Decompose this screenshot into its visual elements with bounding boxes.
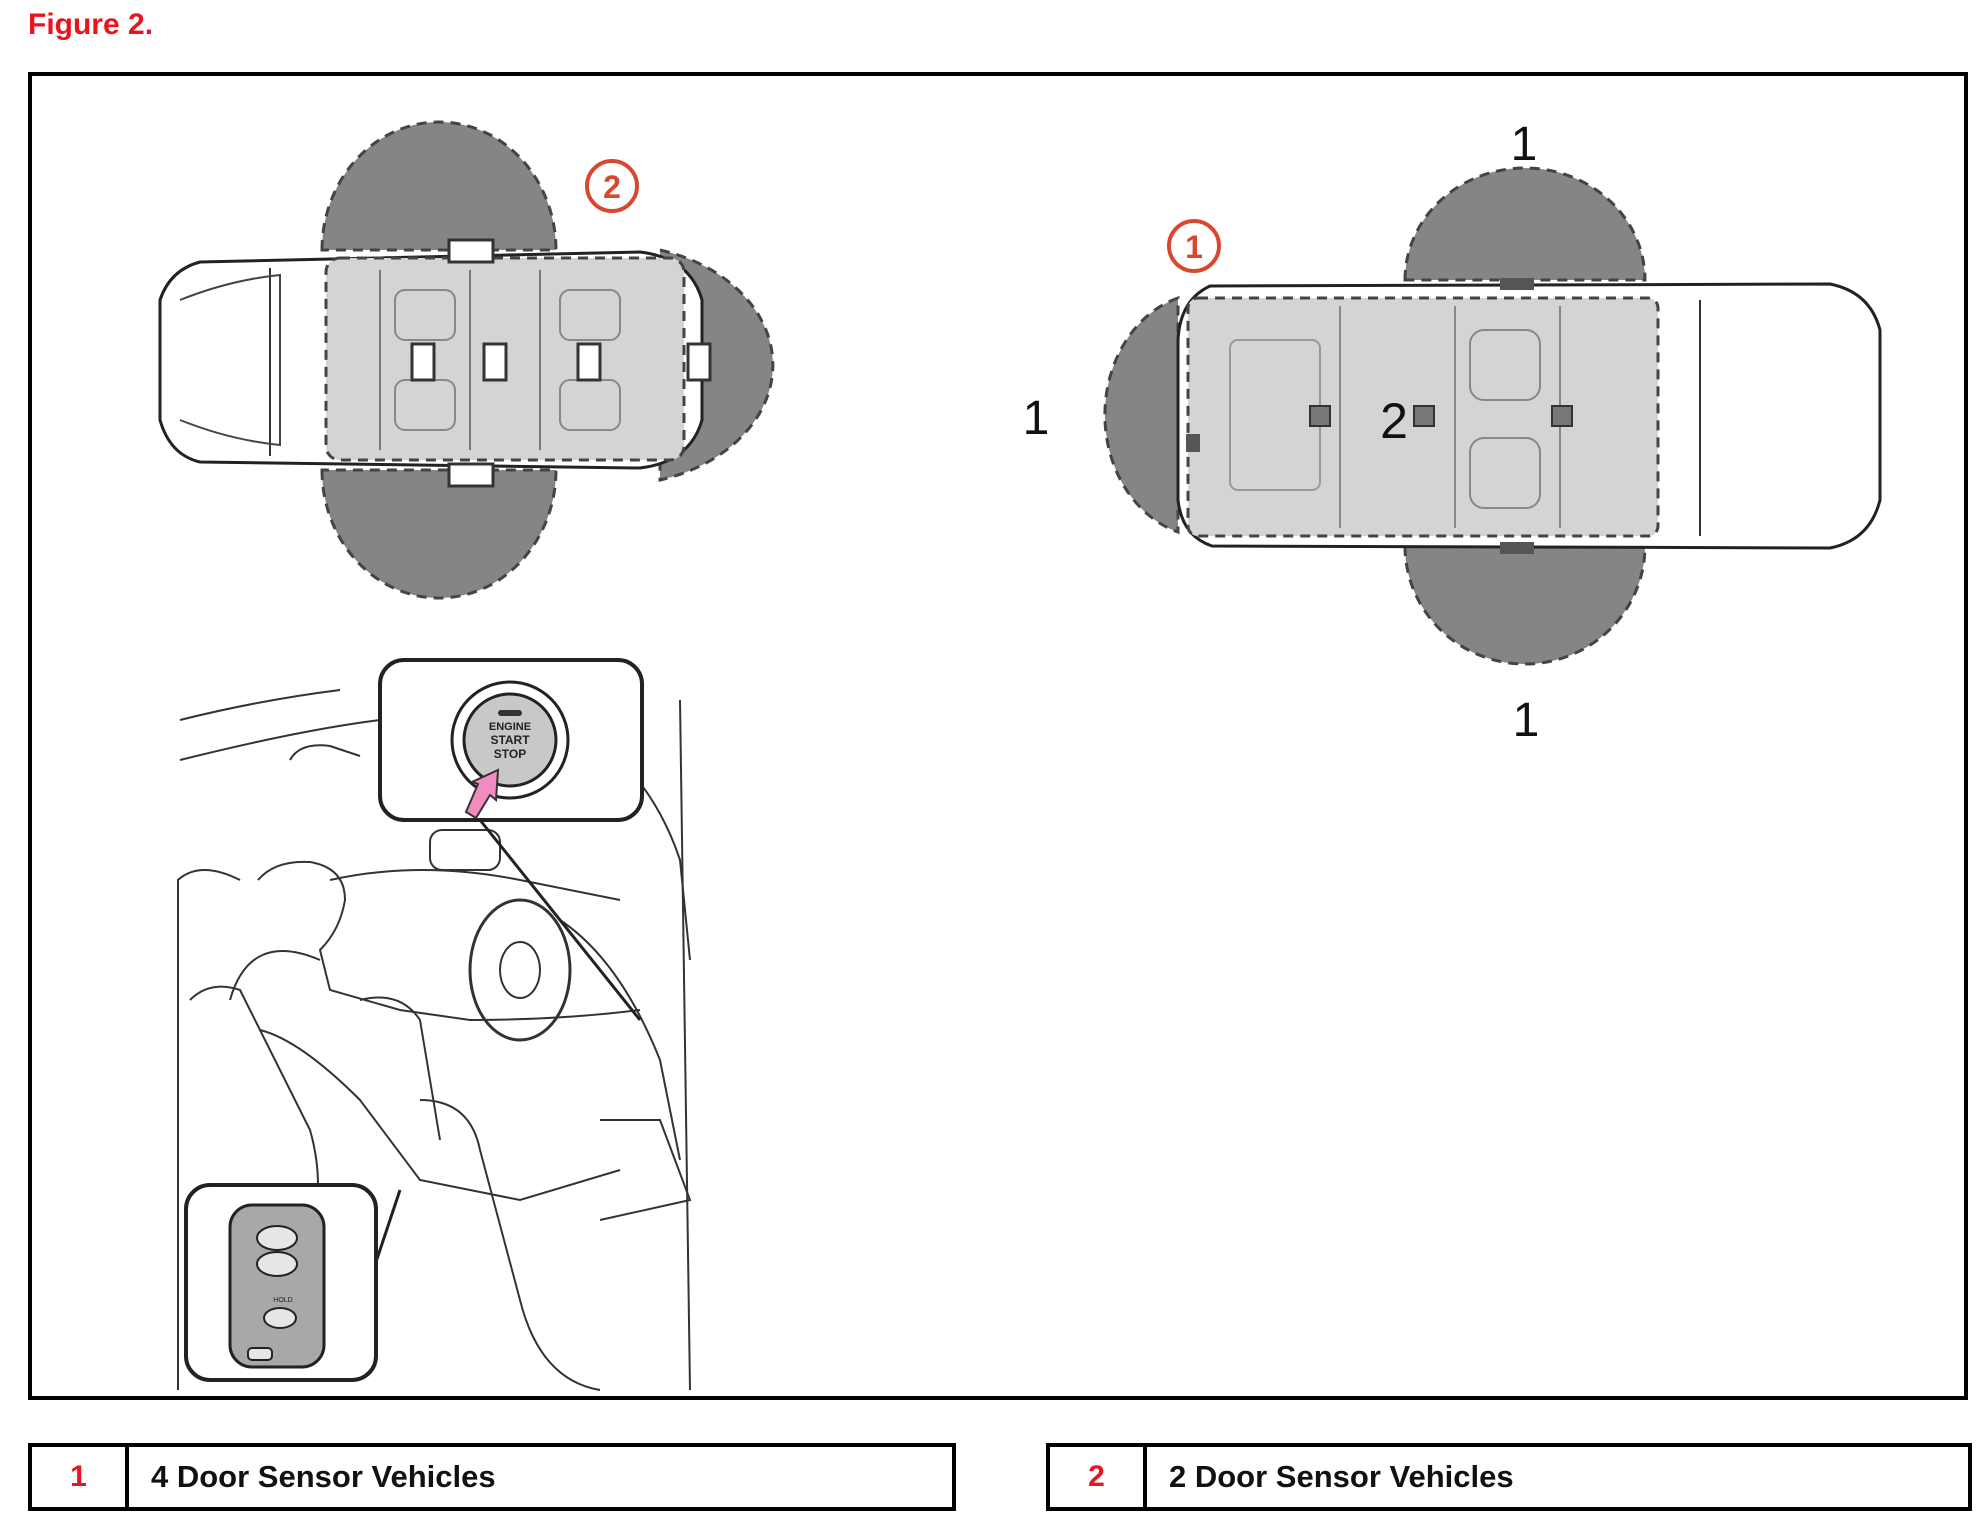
engine-button-callout: ENGINE START STOP <box>378 658 644 822</box>
legend-number-2: 2 <box>1050 1447 1147 1507</box>
steering-wheel <box>468 898 572 1042</box>
figure-title: Figure 2. <box>28 8 154 41</box>
sensor-marker <box>1309 405 1331 427</box>
sensor-marker <box>1186 434 1200 452</box>
callout-1-text: 1 <box>1185 229 1203 265</box>
diagram-frame <box>28 72 1968 1400</box>
legend-label-2: 2 Door Sensor Vehicles <box>1169 1459 1514 1494</box>
legend-item-2: 2 2 Door Sensor Vehicles <box>1046 1443 1972 1511</box>
zone-left-right-car <box>1103 295 1180 535</box>
panic-button-icon <box>263 1307 297 1329</box>
sensor-marker <box>1551 405 1573 427</box>
sensor-marker <box>1500 542 1534 554</box>
legend-item-1: 1 4 Door Sensor Vehicles <box>28 1443 956 1511</box>
key-fob-callout: HOLD <box>184 1183 378 1382</box>
zone-label-left: 1 <box>1023 392 1050 445</box>
sensor-marker <box>447 462 495 488</box>
right-car-diagram: 1 1 1 1 2 <box>1023 118 1882 747</box>
press-arrow-icon <box>464 768 500 820</box>
button-text-line3: STOP <box>494 747 526 761</box>
zone-bottom-left-car <box>320 468 558 600</box>
zone-bottom-right-car <box>1403 544 1647 666</box>
interior-illustration <box>177 689 692 1391</box>
key-fob <box>228 1203 326 1369</box>
zone-label-top: 1 <box>1511 118 1538 171</box>
key-fob-text: HOLD <box>273 1297 292 1304</box>
sensor-marker <box>410 342 436 382</box>
sensor-marker <box>576 342 602 382</box>
zone-label-bottom: 1 <box>1513 694 1540 747</box>
button-text-line2: START <box>490 733 530 747</box>
left-car-diagram: 2 <box>158 120 775 600</box>
callout-circle-2 <box>585 159 639 213</box>
legend-label-1: 4 Door Sensor Vehicles <box>151 1459 496 1494</box>
sensor-marker <box>447 238 495 264</box>
zone-top-right-car <box>1403 166 1647 282</box>
sensor-marker <box>482 342 508 382</box>
callout-2-text: 2 <box>603 169 621 205</box>
sensor-marker <box>686 342 712 382</box>
zone-top-left-car <box>320 120 558 252</box>
sensor-marker <box>1413 405 1435 427</box>
interior-label: 2 <box>1380 393 1408 449</box>
driver-figure <box>257 860 641 1022</box>
button-text-line1: ENGINE <box>489 721 531 733</box>
lock-button-icon <box>256 1225 298 1251</box>
unlock-button-icon <box>256 1251 298 1277</box>
sensor-marker <box>1500 278 1534 290</box>
callout-circle-1 <box>1167 219 1221 273</box>
legend-number-1: 1 <box>32 1447 129 1507</box>
